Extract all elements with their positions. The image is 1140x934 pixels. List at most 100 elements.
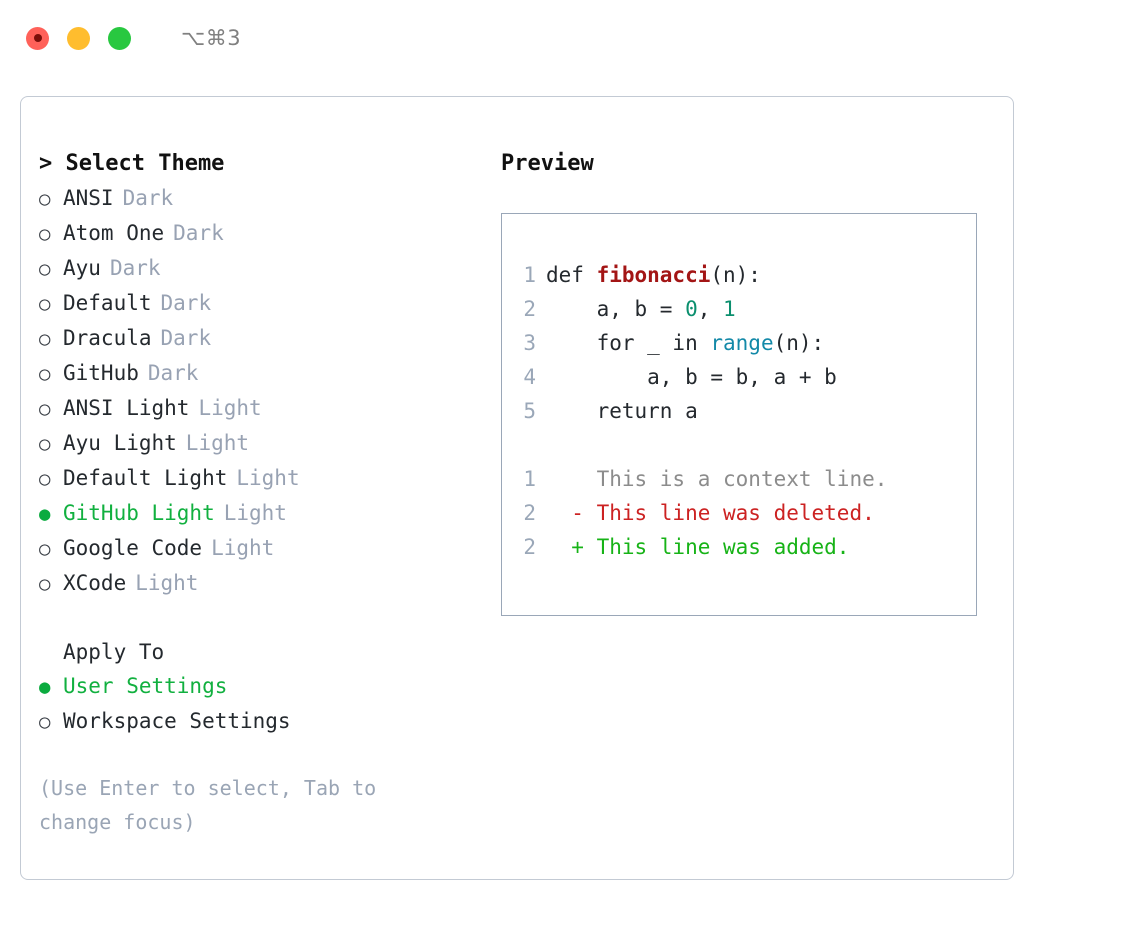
apply-to-option-user-settings[interactable]: ●User Settings <box>39 669 489 704</box>
line-number: 1 <box>523 263 536 287</box>
minimize-button[interactable] <box>67 26 90 50</box>
theme-option-label: GitHub <box>63 361 139 385</box>
window-controls <box>26 26 131 50</box>
code-line: 5 return a <box>502 394 976 428</box>
apply-to-option-workspace-settings[interactable]: ○Workspace Settings <box>39 704 489 739</box>
section-spacer <box>39 601 489 635</box>
diff-text: This line was deleted. <box>596 501 875 525</box>
theme-variant-tag: Light <box>135 571 199 595</box>
diff-text: This is a context line. <box>596 467 888 491</box>
code-line-content: a, b = b, a + b <box>546 360 837 394</box>
radio-unselected-icon: ○ <box>39 363 51 385</box>
line-number: 4 <box>523 365 536 389</box>
theme-option-label: Ayu Light <box>63 431 177 455</box>
titlebar: ⌥⌘3 <box>0 0 1140 76</box>
theme-variant-tag: Light <box>185 431 250 455</box>
code-line: 4 a, b = b, a + b <box>502 360 976 394</box>
theme-option-default-light[interactable]: ○ Default Light Light <box>39 461 489 496</box>
code-token-plain: a, b = <box>596 297 686 321</box>
line-number: 1 <box>523 467 536 491</box>
radio-unselected-icon: ○ <box>39 223 51 245</box>
radio-unselected-icon: ○ <box>39 328 51 350</box>
code-token-number: 0 <box>685 297 698 321</box>
code-token-plain: (n): <box>773 331 825 355</box>
apply-to-heading: Apply To <box>63 640 165 664</box>
theme-variant-tag: Dark <box>160 326 212 350</box>
code-token-plain: def <box>546 263 597 287</box>
close-button[interactable] <box>26 26 49 50</box>
theme-option-google-code[interactable]: ○ Google Code Light <box>39 531 489 566</box>
diff-line-content: This is a context line. <box>546 462 888 496</box>
diff-text: This line was added. <box>596 535 850 559</box>
theme-variant-tag: Dark <box>160 291 212 315</box>
code-token-call: range <box>710 331 774 355</box>
radio-unselected-icon: ○ <box>39 711 51 733</box>
code-line: 2 a, b = 0, 1 <box>502 292 976 326</box>
code-token-function: fibonacci <box>596 263 711 287</box>
radio-unselected-icon: ○ <box>39 433 51 455</box>
theme-variant-tag: Dark <box>122 186 174 210</box>
diff-sign: - <box>546 501 597 525</box>
theme-option-label: Default Light <box>63 466 228 490</box>
line-number: 2 <box>523 535 536 559</box>
theme-variant-tag: Dark <box>109 256 161 280</box>
diff-line-content: - This line was deleted. <box>546 496 875 530</box>
theme-option-label: Dracula <box>63 326 152 350</box>
diff-line-added: 2 + This line was added. <box>502 530 976 564</box>
code-line-content: for _ in range(n): <box>546 326 825 360</box>
zoom-button[interactable] <box>108 26 131 50</box>
line-number: 3 <box>523 331 536 355</box>
radio-unselected-icon: ○ <box>39 538 51 560</box>
line-number: 2 <box>523 501 536 525</box>
line-number: 2 <box>523 297 536 321</box>
code-diff-spacer <box>502 428 976 462</box>
theme-option-label: GitHub Light <box>63 501 215 525</box>
theme-option-dracula[interactable]: ○ Dracula Dark <box>39 321 489 356</box>
select-theme-heading: > Select Theme <box>39 151 225 176</box>
diff-line-context: 1 This is a context line. <box>502 462 976 496</box>
theme-variant-tag: Light <box>211 536 275 560</box>
line-number: 5 <box>523 399 536 423</box>
code-line-content: return a <box>546 394 698 428</box>
code-line-content: a, b = 0, 1 <box>546 292 736 326</box>
theme-variant-tag: Light <box>198 396 262 420</box>
code-line-content: def fibonacci(n): <box>546 258 761 292</box>
radio-selected-icon: ● <box>39 503 51 525</box>
theme-option-label: ANSI <box>63 186 114 210</box>
apply-to-list[interactable]: ●User Settings○Workspace Settings <box>39 669 489 739</box>
radio-unselected-icon: ○ <box>39 398 51 420</box>
keyboard-shortcut-label: ⌥⌘3 <box>181 26 242 50</box>
recording-dot-icon <box>33 34 42 42</box>
preview-heading: Preview <box>501 151 594 176</box>
radio-unselected-icon: ○ <box>39 258 51 280</box>
theme-option-label: Atom One <box>63 221 165 245</box>
theme-option-label: XCode <box>63 571 127 595</box>
theme-option-label: Google Code <box>63 536 203 560</box>
theme-option-ansi-light[interactable]: ○ ANSI Light Light <box>39 391 489 426</box>
theme-option-label: ANSI Light <box>63 396 190 420</box>
code-token-number: 1 <box>723 297 736 321</box>
radio-unselected-icon: ○ <box>39 468 51 490</box>
theme-option-ayu-light[interactable]: ○ Ayu Light Light <box>39 426 489 461</box>
diff-sample: 1 This is a context line.2 - This line w… <box>502 462 976 564</box>
code-token-plain: return a <box>596 399 698 423</box>
code-line: 3 for _ in range(n): <box>502 326 976 360</box>
theme-variant-tag: Light <box>236 466 300 490</box>
apply-to-option-label: User Settings <box>63 674 228 698</box>
code-token-plain: a, b = b, a + b <box>647 365 837 389</box>
diff-line-deleted: 2 - This line was deleted. <box>502 496 976 530</box>
